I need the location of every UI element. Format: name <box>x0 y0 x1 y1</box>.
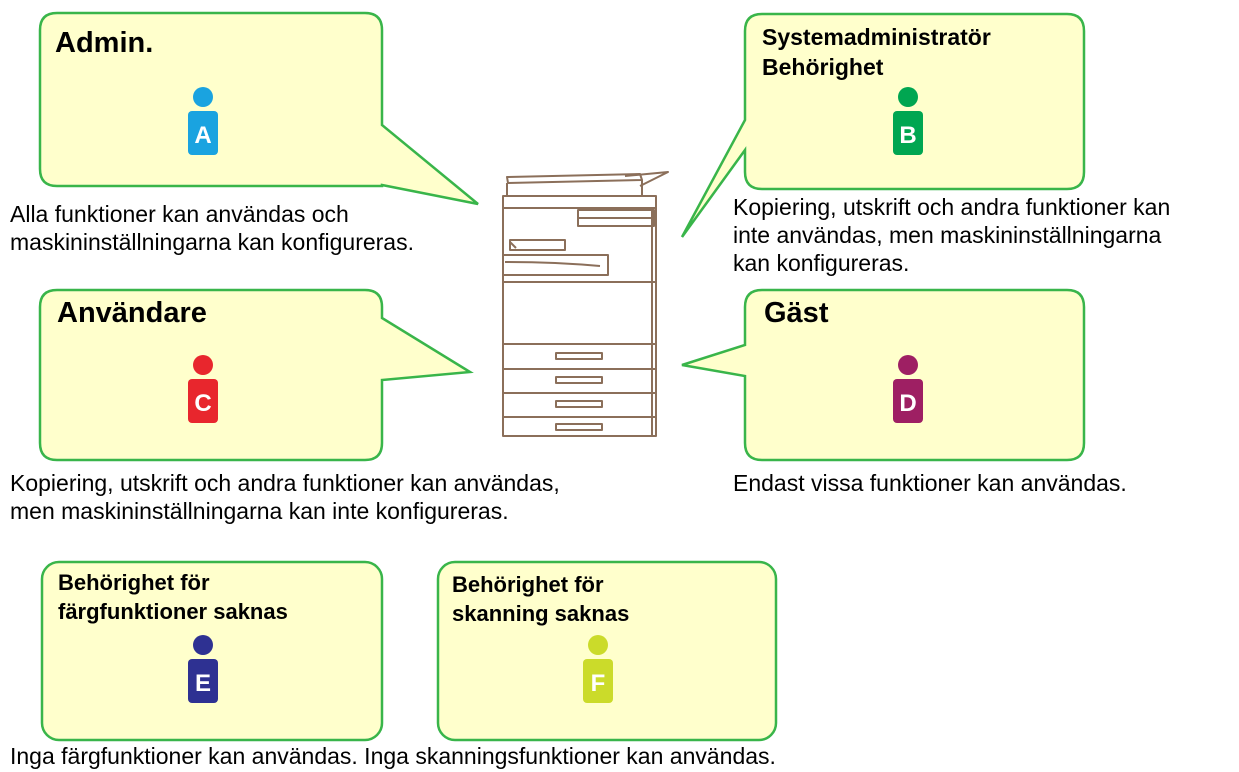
bubble-no-scan-title: Behörighet för skanning saknas <box>452 572 629 626</box>
bubble-no-color-shape <box>40 560 384 742</box>
bubble-user: Användare C <box>38 288 474 462</box>
bubble-no-color-title: Behörighet för färgfunktioner saknas <box>58 570 288 624</box>
bubble-admin: Admin. A <box>38 11 479 206</box>
bubble-guest-shape <box>681 288 1086 462</box>
person-icon-d: D <box>893 355 923 423</box>
person-icon-f-letter: F <box>591 670 606 697</box>
bubble-guest: Gäst D <box>681 288 1086 462</box>
person-icon-e: E <box>188 635 218 703</box>
bubble-user-title: Användare <box>57 297 207 329</box>
bubble-user-shape <box>38 288 474 462</box>
description-guest: Endast vissa funktioner kan användas. <box>733 470 1127 496</box>
bubble-sysadmin: Systemadministratör Behörighet B <box>680 12 1086 238</box>
description-sysadmin: Kopiering, utskrift och andra funktioner… <box>733 194 1171 276</box>
bubble-guest-title: Gäst <box>764 297 829 329</box>
person-icon-a-letter: A <box>194 122 211 149</box>
description-admin: Alla funktioner kan användas och maskini… <box>10 201 414 255</box>
bubble-no-color: Behörighet för färgfunktioner saknas E <box>40 560 384 742</box>
person-icon-d-letter: D <box>899 390 916 417</box>
person-icon-b-letter: B <box>899 122 916 149</box>
printer-icon <box>502 171 669 437</box>
person-icon-b: B <box>893 87 923 155</box>
bubble-no-scan: Behörighet för skanning saknas F <box>436 560 778 742</box>
person-icon-f: F <box>583 635 613 703</box>
bubble-sysadmin-shape <box>680 12 1086 238</box>
bubble-admin-title: Admin. <box>55 27 153 59</box>
person-icon-e-letter: E <box>195 670 211 697</box>
bubble-sysadmin-title: Systemadministratör Behörighet <box>762 24 997 80</box>
person-icon-a: A <box>188 87 218 155</box>
person-icon-c-letter: C <box>194 390 211 417</box>
bubble-admin-shape <box>38 11 479 206</box>
description-user: Kopiering, utskrift och andra funktioner… <box>10 470 560 524</box>
bubble-no-scan-shape <box>436 560 778 742</box>
person-icon-c: C <box>188 355 218 423</box>
description-bottom: Inga färgfunktioner kan användas. Inga s… <box>10 743 776 769</box>
